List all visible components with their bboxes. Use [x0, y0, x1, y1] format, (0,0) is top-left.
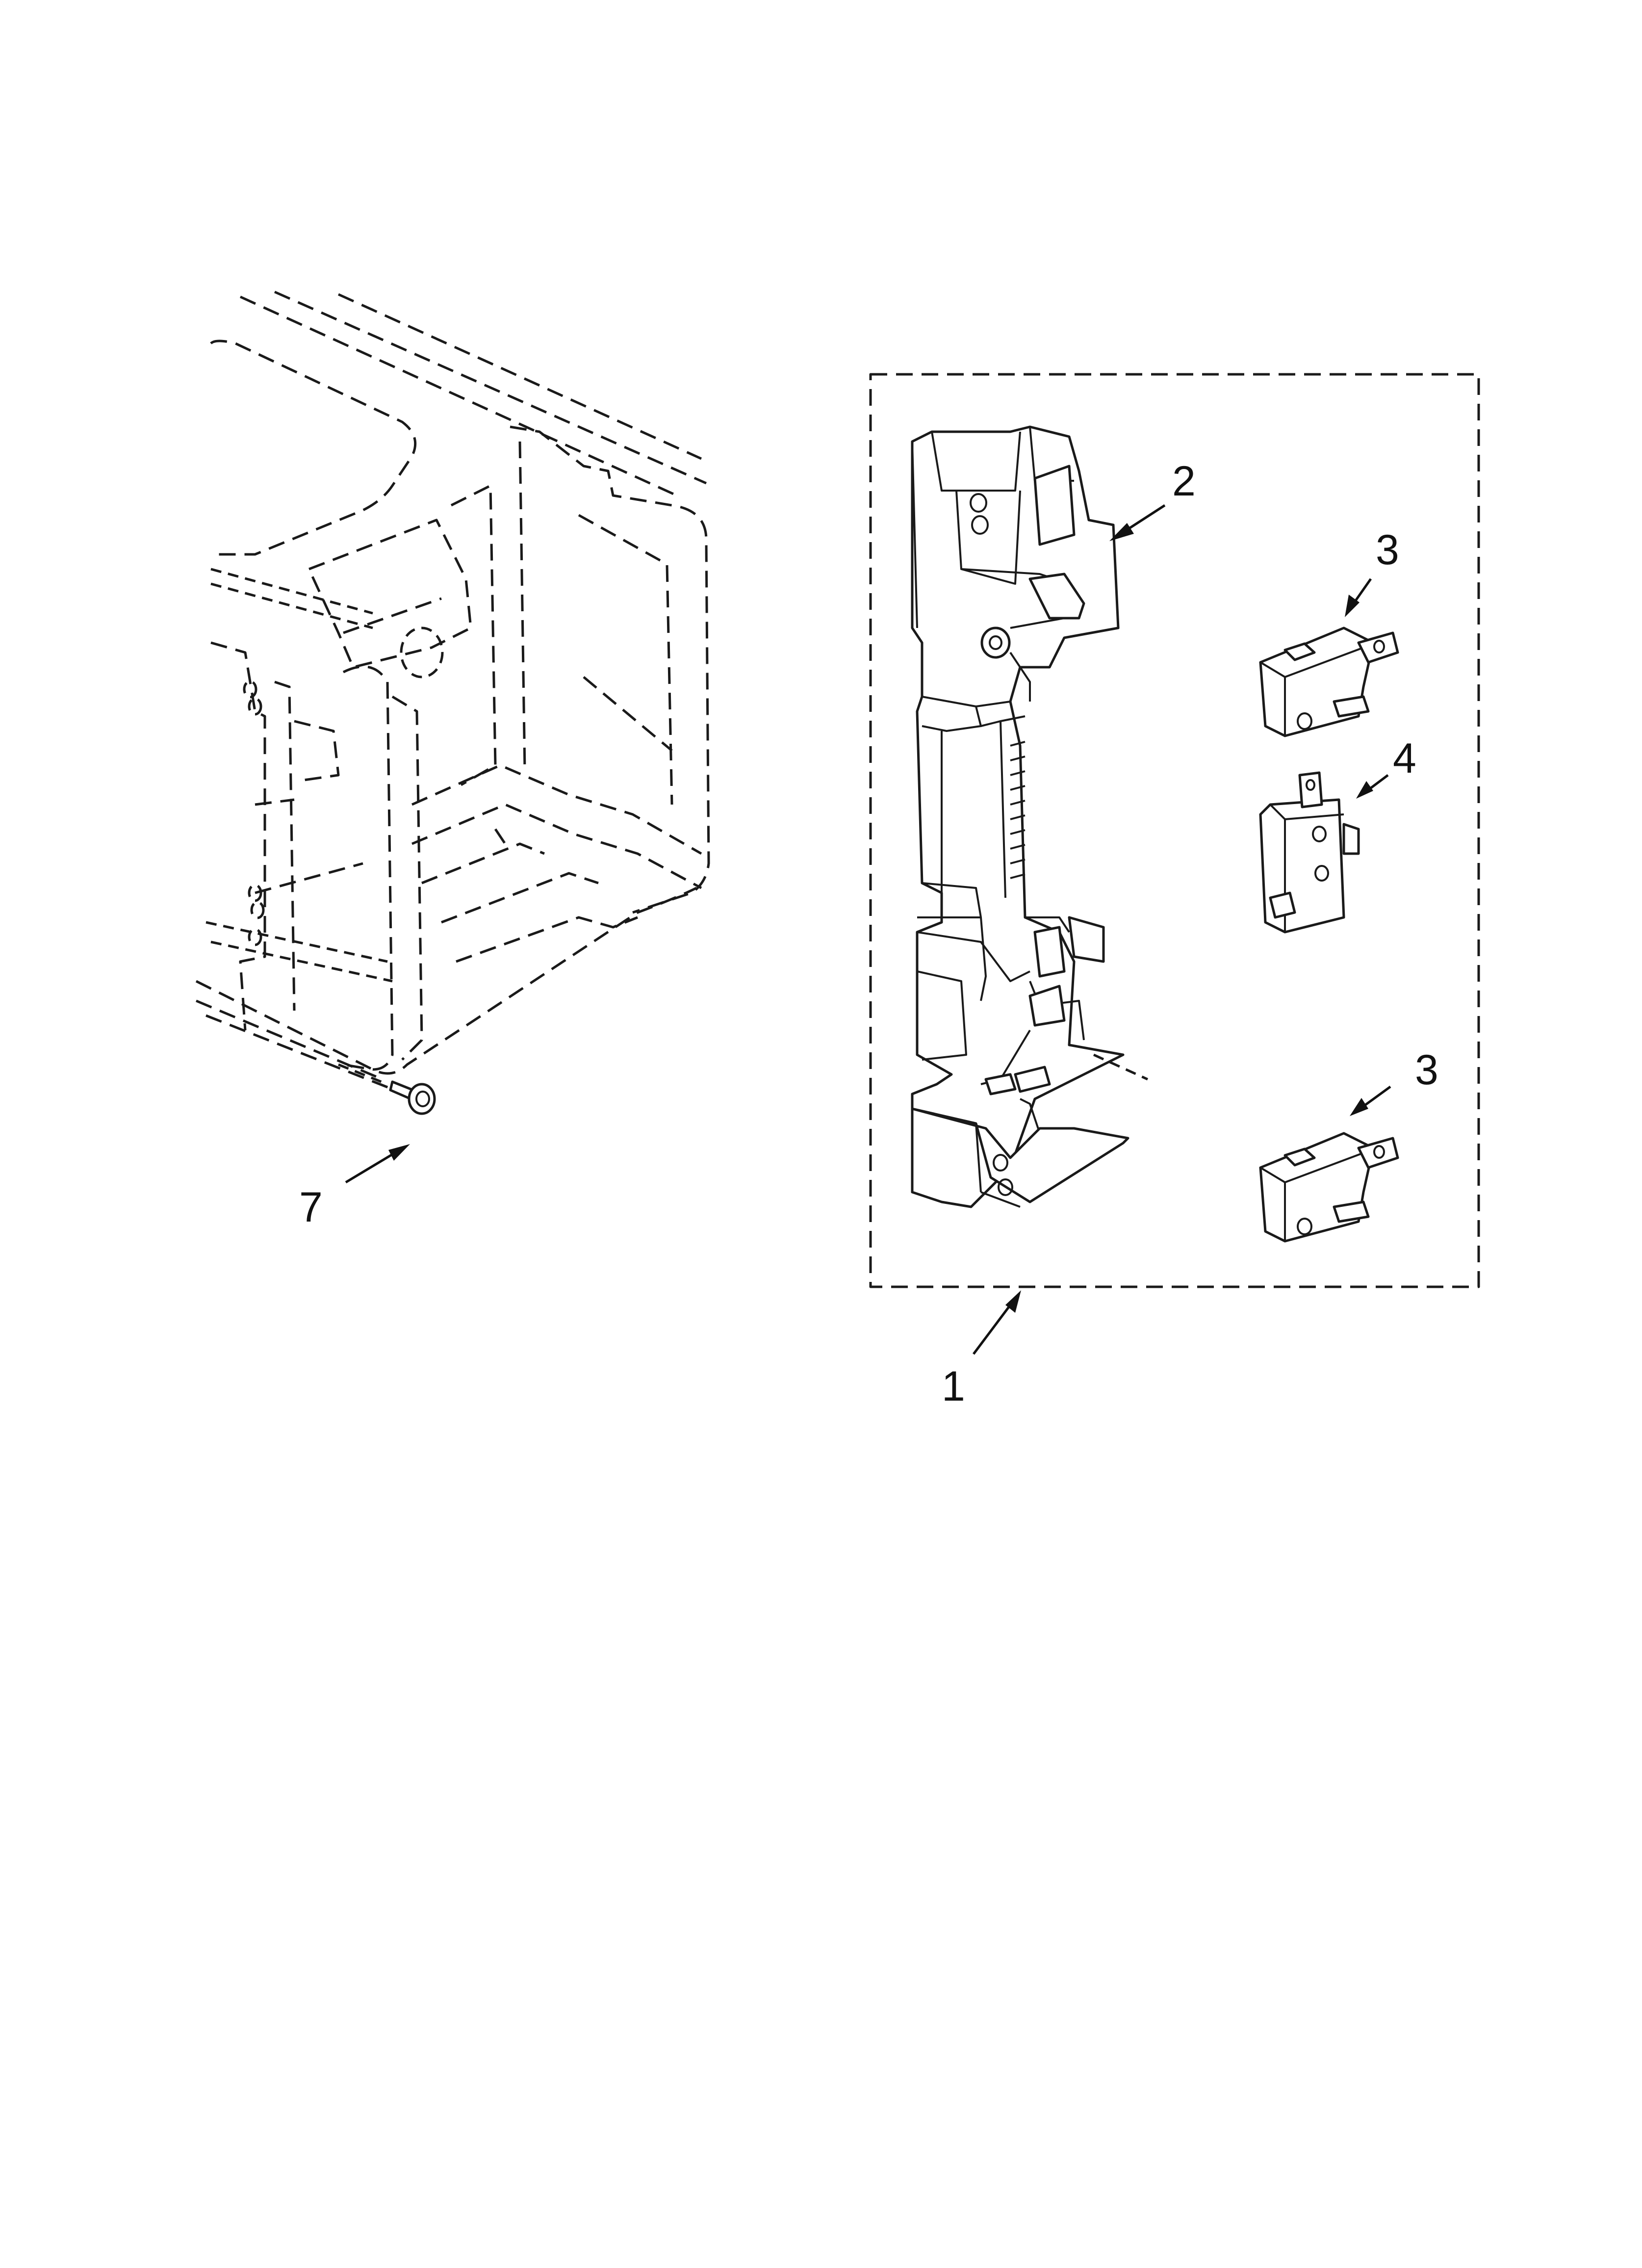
callout-label-3-upper: 3 [1376, 526, 1399, 574]
microswitch-part-3-lower [1259, 1132, 1399, 1243]
callout-labels: 2 3 4 3 7 1 [299, 458, 1438, 1410]
cabinet-outline [195, 290, 710, 1091]
interlock-bracket-part-2 [911, 425, 1149, 1208]
microswitch-part-4 [1259, 771, 1360, 934]
callout-label-1: 1 [942, 1363, 965, 1410]
callout-arrows [345, 504, 1391, 1355]
screw-part-7 [389, 1080, 436, 1115]
callout-label-3-lower: 3 [1415, 1046, 1438, 1094]
kit-boundary [869, 373, 1480, 1288]
callout-label-4: 4 [1393, 735, 1416, 782]
callout-label-7: 7 [299, 1184, 323, 1231]
callout-label-2: 2 [1172, 458, 1196, 505]
microswitch-part-3-upper [1259, 626, 1399, 737]
